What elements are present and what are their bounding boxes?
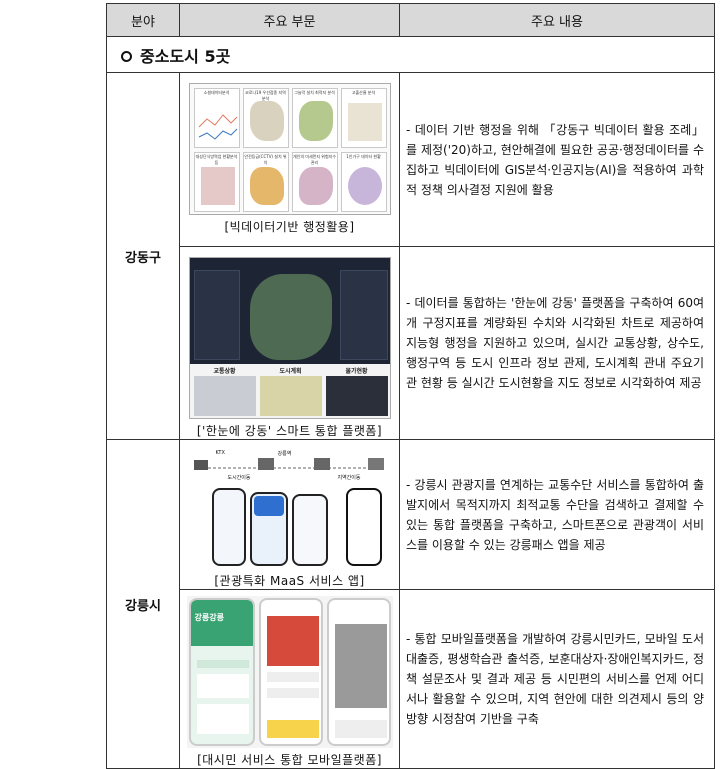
figure-cell: KTX 도시간이동 지역간이동 강릉역 [관광특화 MaaS 서비스 앱] — [179, 439, 400, 590]
thumb-label: 개인의 미세먼지 위험지수 관리 — [292, 154, 337, 165]
region-cell-gangdong: 강동구 — [106, 72, 180, 440]
thumb-label: 지역간이동 — [337, 475, 361, 481]
thumb-label: 소셜데이터분석 — [203, 90, 230, 95]
thumb-label: 대성단식방역업 현황분석 등 — [195, 154, 238, 165]
header-area: 주요 부문 — [179, 3, 400, 37]
figure-cell: 강릉강릉 [대시민 서비스 통합 모바일플랫폼] — [179, 589, 400, 769]
table-row: 강릉시 KTX 도시간이동 지역간이동 강릉역 [관광특화 MaaS — [106, 439, 715, 769]
header-content: 주요 내용 — [399, 3, 715, 37]
dashboard-screenshot-image: 교통상황 도시계획 물가현황 — [188, 257, 391, 419]
thumb-label: 고출산율 분석 — [351, 90, 376, 95]
document-page: 분야 주요 부문 주요 내용 중소도시 5곳 강동구 소셜데이터분석 코로나19… — [106, 3, 715, 769]
description-text: - 통합 모바일플랫폼을 개발하여 강릉시민카드, 모바일 도서대출증, 평생학… — [399, 589, 715, 769]
description-text: - 데이터를 통합하는 '한눈에 강동' 플랫폼을 구축하여 60여개 구정지표… — [399, 246, 715, 440]
figure-cell: 소셜데이터분석 코로나19 우선접종 지역 분석 그늘막 설치 최적지 분석 고… — [179, 72, 400, 247]
thumb-label: 1인가구 데이터 현황 — [346, 154, 381, 159]
section-title: 중소도시 5곳 — [106, 36, 715, 73]
thumb-label: 강릉역 — [277, 451, 292, 457]
mobile-platform-image: 강릉강릉 — [186, 596, 393, 748]
thumb-label: 안전등급(CCTV) 설치 위치 — [244, 154, 287, 165]
table-row: 강릉강릉 [대시민 서비스 통합 모바일플랫폼] - 통합 모바일플 — [107, 589, 715, 769]
circle-bullet-icon — [121, 50, 132, 62]
figure-caption: [관광특화 MaaS 서비스 앱] — [214, 574, 365, 588]
table-row: 강동구 소셜데이터분석 코로나19 우선접종 지역 분석 그늘막 설치 최적지 … — [106, 72, 715, 440]
figure-cell: 교통상황 도시계획 물가현황 ['한눈에 강동' 스마트 통합 플랫폼] — [179, 246, 400, 440]
bigdata-collage-image: 소셜데이터분석 코로나19 우선접종 지역 분석 그늘막 설치 최적지 분석 고… — [188, 83, 391, 215]
thumb-label: 그늘막 설치 최적지 분석 — [294, 90, 335, 95]
thumb-label: KTX — [215, 450, 225, 456]
figure-caption: [빅데이터기반 행정활용] — [224, 220, 355, 234]
figure-caption: ['한눈에 강동' 스마트 통합 플랫폼] — [196, 424, 383, 438]
header-field: 분야 — [106, 3, 180, 37]
thumb-label: 도시간이동 — [227, 475, 251, 481]
description-text: - 데이터 기반 행정을 위해 「강동구 빅데이터 활용 조례」를 제정('20… — [399, 72, 715, 247]
thumb-label: 교통상황 — [213, 368, 236, 375]
section-title-text: 중소도시 5곳 — [140, 46, 231, 66]
region-cell-gangneung: 강릉시 — [106, 439, 180, 769]
section-row: 중소도시 5곳 — [106, 36, 715, 73]
thumb-label: 코로나19 우선접종 지역 분석 — [245, 90, 286, 101]
description-text: - 강릉시 관광지를 연계하는 교통수단 서비스를 통합하여 출발지에서 목적지… — [399, 439, 715, 590]
data-table: 분야 주요 부문 주요 내용 중소도시 5곳 강동구 소셜데이터분석 코로나19… — [106, 3, 715, 769]
table-header-row: 분야 주요 부문 주요 내용 — [106, 3, 715, 37]
thumb-label: 도시계획 — [279, 368, 302, 375]
thumb-label: 강릉강릉 — [194, 613, 224, 622]
table-row: 교통상황 도시계획 물가현황 ['한눈에 강동' 스마트 통합 플랫폼] - 데… — [107, 246, 715, 440]
figure-caption: [대시민 서비스 통합 모바일플랫폼] — [197, 753, 382, 767]
maas-app-image: KTX 도시간이동 지역간이동 강릉역 — [187, 446, 392, 569]
thumb-label: 물가현황 — [345, 368, 368, 375]
